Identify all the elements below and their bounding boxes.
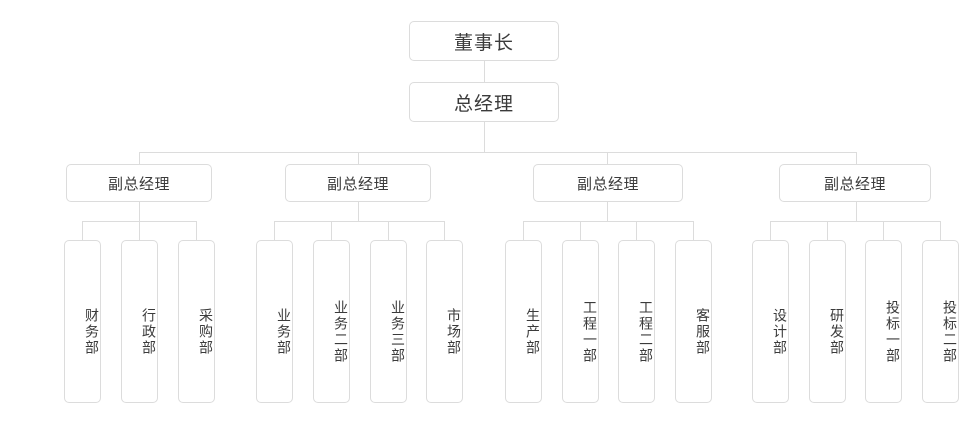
connector-bus-to-deputy-2 [358,152,359,164]
node-chairman-label: 董事长 [453,32,514,54]
node-department-engineering-1-label: 工程一部 [582,299,598,364]
node-department-production[interactable]: 生产部 [505,240,542,403]
connector-deputy-2-stem [358,202,359,221]
connector-deputy-3-stem [607,202,608,221]
node-deputy-manager-4-label: 副总经理 [823,175,886,193]
connector-group-4-drop-3 [883,221,884,240]
connector-group-3-drop-4 [693,221,694,240]
connector-group-3-bus [523,221,693,222]
node-deputy-manager-2-label: 副总经理 [326,175,389,193]
connector-group-3-drop-1 [523,221,524,240]
connector-deputy-1-stem [139,202,140,221]
node-department-research-development[interactable]: 研发部 [809,240,846,403]
node-department-engineering-2-label: 工程二部 [638,299,654,364]
node-department-bidding-1[interactable]: 投标一部 [865,240,902,403]
node-department-engineering-2[interactable]: 工程二部 [618,240,655,403]
connector-group-4-drop-1 [770,221,771,240]
connector-chairman-to-gm [484,61,485,82]
node-deputy-manager-3[interactable]: 副总经理 [533,164,683,202]
connector-group-1-drop-1 [82,221,83,240]
connector-group-1-drop-2 [139,221,140,240]
node-deputy-manager-1[interactable]: 副总经理 [66,164,212,202]
node-department-design-label: 设计部 [772,307,788,356]
node-department-research-development-label: 研发部 [829,307,845,356]
connector-group-2-bus [274,221,444,222]
connector-group-1-drop-3 [196,221,197,240]
node-department-administration-label: 行政部 [141,307,157,356]
node-department-production-label: 生产部 [525,307,541,356]
node-department-marketing-label: 市场部 [446,307,462,356]
node-deputy-manager-2[interactable]: 副总经理 [285,164,431,202]
node-department-bidding-1-label: 投标一部 [885,299,901,364]
node-general-manager-label: 总经理 [453,93,514,115]
connector-group-4-drop-2 [827,221,828,240]
node-department-customer-service[interactable]: 客服部 [675,240,712,403]
node-department-customer-service-label: 客服部 [695,307,711,356]
node-department-business-3-label: 业务三部 [390,299,406,364]
node-department-engineering-1[interactable]: 工程一部 [562,240,599,403]
connector-bus-to-deputy-3 [607,152,608,164]
connector-group-3-drop-2 [580,221,581,240]
node-department-finance[interactable]: 财务部 [64,240,101,403]
node-department-procurement[interactable]: 采购部 [178,240,215,403]
node-chairman[interactable]: 董事长 [409,21,559,61]
node-department-business-3[interactable]: 业务三部 [370,240,407,403]
node-department-business-2-label: 业务二部 [333,299,349,364]
connector-group-4-bus [770,221,940,222]
connector-bus-to-deputy-1 [139,152,140,164]
node-department-finance-label: 财务部 [84,307,100,356]
connector-group-2-drop-2 [331,221,332,240]
node-department-bidding-2[interactable]: 投标二部 [922,240,959,403]
connector-group-3-drop-3 [636,221,637,240]
node-deputy-manager-1-label: 副总经理 [107,175,170,193]
node-deputy-manager-3-label: 副总经理 [576,175,639,193]
connector-group-2-drop-3 [388,221,389,240]
connector-level3-bus [139,152,857,153]
node-department-marketing[interactable]: 市场部 [426,240,463,403]
node-department-business-2[interactable]: 业务二部 [313,240,350,403]
connector-bus-to-deputy-4 [856,152,857,164]
connector-group-2-drop-1 [274,221,275,240]
node-general-manager[interactable]: 总经理 [409,82,559,122]
node-department-bidding-2-label: 投标二部 [942,299,958,364]
node-department-procurement-label: 采购部 [198,307,214,356]
connector-group-4-drop-4 [940,221,941,240]
connector-group-2-drop-4 [444,221,445,240]
node-department-business-1-label: 业务部 [276,307,292,356]
node-department-design[interactable]: 设计部 [752,240,789,403]
connector-gm-stem [484,122,485,152]
connector-deputy-4-stem [856,202,857,221]
node-department-administration[interactable]: 行政部 [121,240,158,403]
node-department-business-1[interactable]: 业务部 [256,240,293,403]
node-deputy-manager-4[interactable]: 副总经理 [779,164,931,202]
